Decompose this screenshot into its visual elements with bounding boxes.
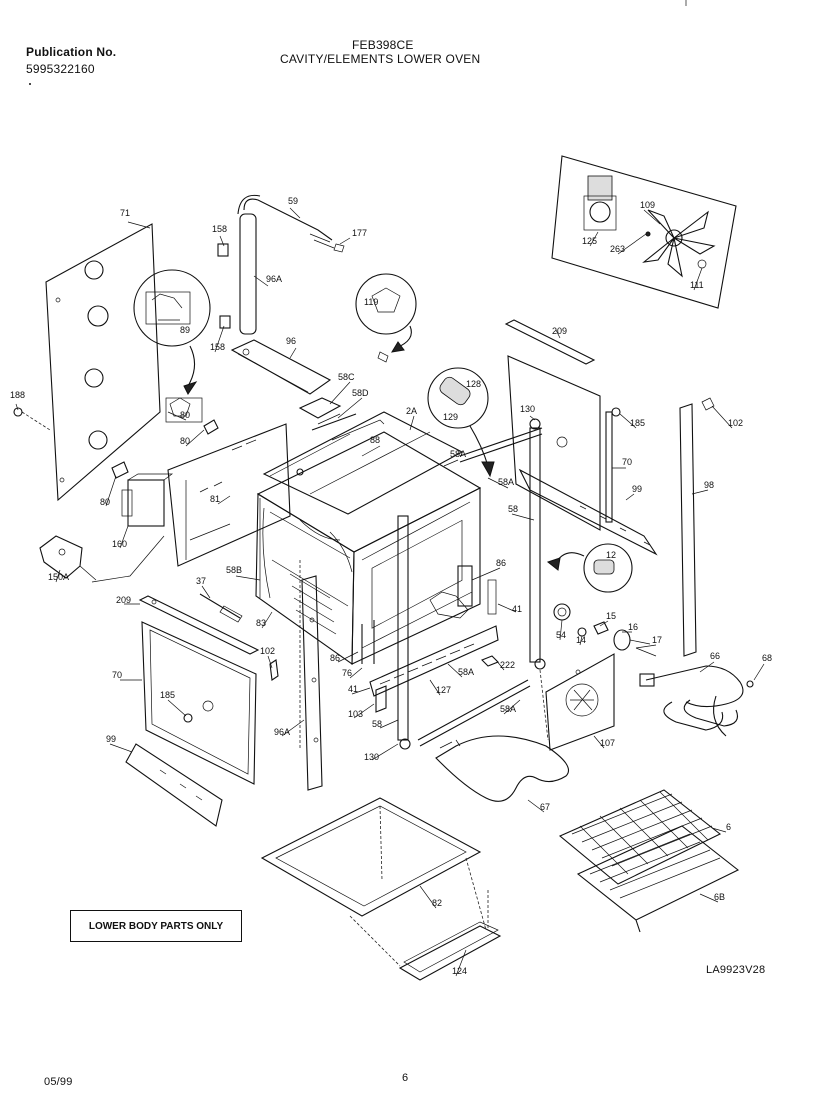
part-label-222: 222 [500, 660, 515, 670]
part-label-86: 86 [496, 558, 506, 568]
part-label-58: 58 [372, 719, 382, 729]
oven-racks [558, 789, 740, 933]
part-label-76: 76 [342, 668, 352, 678]
part-label-6b: 6B [714, 892, 725, 902]
part-label-12: 12 [606, 550, 616, 560]
part-label-41: 41 [512, 604, 522, 614]
part-label-129: 129 [443, 412, 458, 422]
part-label-68: 68 [762, 653, 772, 663]
part-label-66: 66 [710, 651, 720, 661]
part-label-158: 158 [212, 224, 227, 234]
part-label-185: 185 [630, 418, 645, 428]
part-label-209: 209 [116, 595, 131, 605]
bottom-tray [398, 925, 502, 981]
part-labels: 71 158 59 177 96A 89 158 96 119 58C 58D 128 129 2A 88 5… [10, 196, 772, 976]
part-label-185: 185 [160, 690, 175, 700]
left-side-panel [141, 621, 257, 785]
detail-circle-12 [583, 543, 633, 593]
part-label-83: 83 [256, 618, 266, 628]
diagram-code: LA9923V28 [706, 964, 766, 976]
part-label-80: 80 [180, 436, 190, 446]
part-label-124: 124 [452, 966, 467, 976]
part-label-96a: 96A [266, 274, 282, 284]
part-label-58a: 58A [458, 667, 474, 677]
part-label-67: 67 [540, 802, 550, 812]
part-label-58a: 58A [450, 449, 466, 459]
part-label-58: 58 [508, 504, 518, 514]
part-label-98: 98 [704, 480, 714, 490]
page-number: 6 [402, 1072, 409, 1084]
part-label-263: 263 [610, 244, 625, 254]
part-label-86: 86 [330, 653, 340, 663]
broil-element [639, 665, 754, 737]
part-label-107: 107 [600, 738, 615, 748]
lower-body-parts-note: LOWER BODY PARTS ONLY [70, 910, 242, 942]
part-label-71: 71 [120, 208, 130, 218]
part-label-96: 96 [286, 336, 296, 346]
part-label-130: 130 [520, 404, 535, 414]
part-label-59: 59 [288, 196, 298, 206]
part-label-99: 99 [106, 734, 116, 744]
part-label-89: 89 [180, 325, 190, 335]
part-label-58d: 58D [352, 388, 369, 398]
oven-cavity [255, 431, 482, 666]
part-label-15: 15 [606, 611, 616, 621]
detail-circle-119 [355, 273, 417, 335]
convection-fan-detail [551, 155, 737, 309]
part-label-82: 82 [432, 898, 442, 908]
part-label-70: 70 [622, 457, 632, 467]
part-label-103: 103 [348, 709, 363, 719]
part-label-41: 41 [348, 684, 358, 694]
part-label-125: 125 [582, 236, 597, 246]
part-label-70: 70 [112, 670, 122, 680]
part-label-111: 111 [690, 280, 704, 290]
part-label-127: 127 [436, 685, 451, 695]
part-label-102: 102 [260, 646, 275, 656]
part-label-96a: 96A [274, 727, 290, 737]
part-label-128: 128 [466, 379, 481, 389]
part-label-54: 54 [556, 630, 566, 640]
part-label-58b: 58B [226, 565, 242, 575]
rear-fan-cover [545, 653, 615, 751]
bake-element [435, 735, 570, 802]
rear-panel [45, 223, 161, 502]
part-label-14: 14 [576, 635, 586, 645]
diagram-title: CAVITY/ELEMENTS LOWER OVEN [280, 52, 481, 66]
part-label-81: 81 [210, 494, 220, 504]
part-label-209: 209 [552, 326, 567, 336]
part-label-37: 37 [196, 576, 206, 586]
part-label-17: 17 [652, 635, 662, 645]
detail-circle-128 [427, 367, 489, 429]
oven-bottom-panel [260, 797, 482, 917]
part-label-188: 188 [10, 390, 25, 400]
part-label-6: 6 [726, 822, 731, 832]
part-label-177: 177 [352, 228, 367, 238]
part-label-16: 16 [628, 622, 638, 632]
part-label-102: 102 [728, 418, 743, 428]
part-label-160: 160 [112, 539, 127, 549]
part-label-150a: 150A [48, 572, 69, 582]
part-label-58a: 58A [500, 704, 516, 714]
detail-circle-89 [133, 269, 211, 347]
right-side-panel [507, 355, 601, 531]
part-label-58a: 58A [498, 477, 514, 487]
part-label-88: 88 [370, 435, 380, 445]
footer-date: 05/99 [44, 1076, 73, 1088]
part-label-109: 109 [640, 200, 655, 210]
model-number: FEB398CE [352, 38, 414, 52]
part-label-119: 119 [364, 297, 378, 307]
part-label-80: 80 [100, 497, 110, 507]
part-label-130: 130 [364, 752, 379, 762]
publication-number: 5995322160 [26, 62, 95, 76]
part-label-2a: 2A [406, 406, 417, 416]
part-label-80: 80 [180, 410, 190, 420]
part-label-99: 99 [632, 484, 642, 494]
publication-label: Publication No. [26, 45, 117, 59]
part-label-158: 158 [210, 342, 225, 352]
part-label-58c: 58C [338, 372, 355, 382]
